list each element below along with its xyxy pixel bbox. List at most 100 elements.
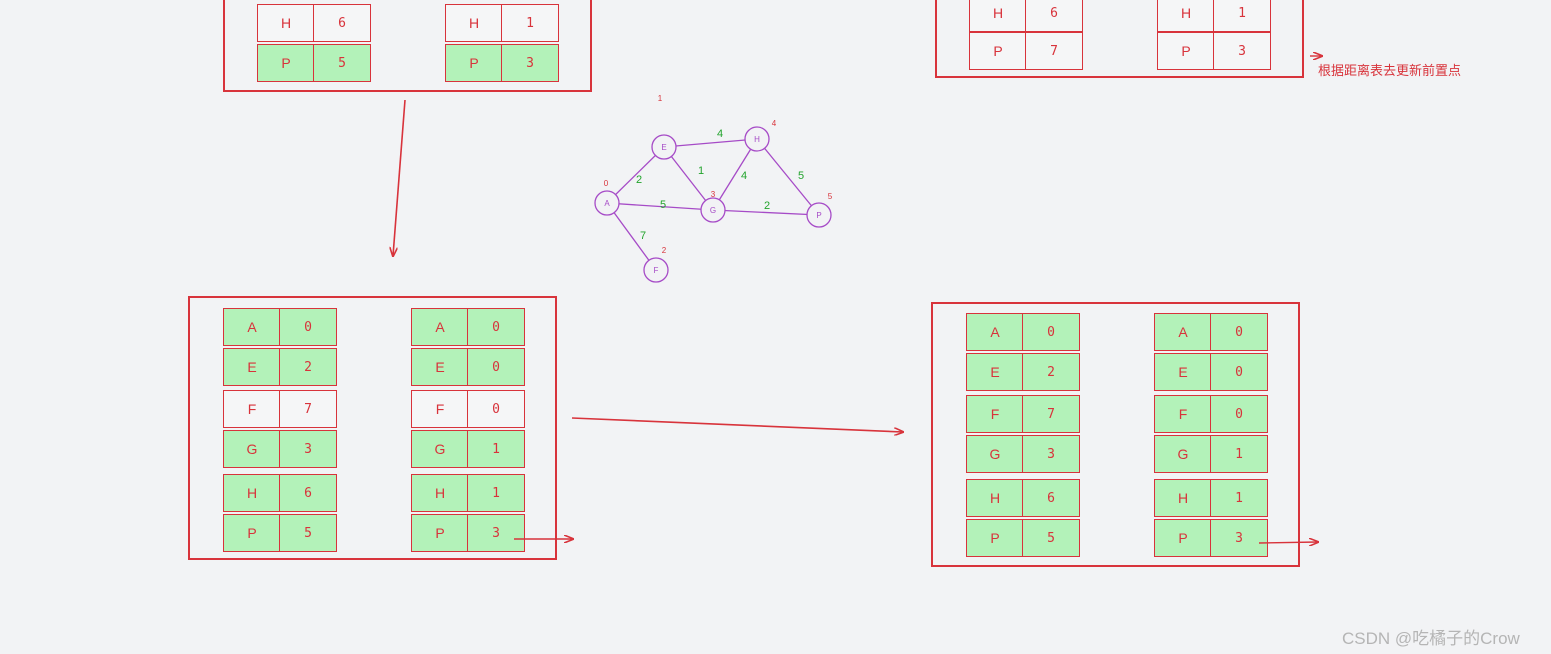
- graph-node: [744, 126, 770, 152]
- node-cell: P: [445, 44, 503, 82]
- graph-node-distance: 5: [828, 192, 833, 201]
- value-cell: 7: [1022, 395, 1080, 433]
- edge-weight-label: 5: [798, 170, 804, 182]
- panel-frame-top-left: [223, 0, 592, 92]
- edge-weight-label: 2: [636, 174, 642, 186]
- value-cell: 0: [467, 348, 525, 386]
- value-cell: 6: [279, 474, 337, 512]
- value-cell: 5: [313, 44, 371, 82]
- node-cell: F: [411, 390, 469, 428]
- graph-edge: [606, 202, 657, 271]
- node-cell: F: [223, 390, 281, 428]
- graph-edge: [663, 138, 758, 148]
- graph-node: [651, 134, 677, 160]
- value-cell: 6: [313, 4, 371, 42]
- panel-frame-bottom-right: [931, 302, 1300, 567]
- value-cell: 0: [467, 308, 525, 346]
- value-cell: 3: [1213, 32, 1271, 70]
- panel-frame-bottom-left: [188, 296, 557, 560]
- node-cell: F: [966, 395, 1024, 433]
- value-cell: 3: [1022, 435, 1080, 473]
- node-cell: A: [1154, 313, 1212, 351]
- node-cell: P: [966, 519, 1024, 557]
- watermark: CSDN @吃橘子的Crow: [1342, 629, 1520, 648]
- graph-edge: [663, 146, 714, 211]
- graph-node-label: E: [661, 143, 666, 152]
- graph-node: [700, 197, 726, 223]
- node-cell: P: [969, 32, 1027, 70]
- node-cell: H: [445, 4, 503, 42]
- node-cell: A: [966, 313, 1024, 351]
- edge-weight-label: 4: [717, 128, 723, 140]
- edge-weight-label: 4: [741, 170, 747, 182]
- value-cell: 1: [1210, 479, 1268, 517]
- value-cell: 0: [1022, 313, 1080, 351]
- graph-node-distance: 3: [711, 190, 716, 199]
- node-cell: E: [1154, 353, 1212, 391]
- node-cell: H: [223, 474, 281, 512]
- flow-arrows: [393, 56, 1322, 543]
- value-cell: 0: [467, 390, 525, 428]
- graph-node: [594, 190, 620, 216]
- node-cell: E: [411, 348, 469, 386]
- value-cell: 1: [501, 4, 559, 42]
- value-cell: 5: [1022, 519, 1080, 557]
- value-cell: 5: [279, 514, 337, 552]
- graph-node-distance: 1: [658, 94, 663, 103]
- edge-weight-label: 5: [660, 199, 666, 211]
- node-cell: H: [969, 0, 1027, 32]
- value-cell: 7: [279, 390, 337, 428]
- graph-node-label: F: [654, 266, 659, 275]
- node-cell: F: [1154, 395, 1212, 433]
- node-cell: G: [411, 430, 469, 468]
- graph-node-label: A: [604, 199, 610, 208]
- value-cell: 0: [279, 308, 337, 346]
- graph-edge: [606, 146, 665, 204]
- edge-weight-label: 1: [698, 165, 704, 177]
- arrow-right: [571, 417, 903, 432]
- node-cell: G: [966, 435, 1024, 473]
- graph-edge: [712, 209, 820, 216]
- graph-node: [806, 202, 832, 228]
- graph-edge: [712, 138, 758, 211]
- graph-node-label: P: [816, 211, 821, 220]
- graph-node: [643, 257, 669, 283]
- arrow-down: [393, 99, 406, 256]
- node-cell: P: [1157, 32, 1215, 70]
- node-cell: E: [223, 348, 281, 386]
- graph-node-distance: 4: [772, 119, 777, 128]
- graph-edge: [756, 138, 820, 216]
- value-cell: 1: [1210, 435, 1268, 473]
- value-cell: 2: [279, 348, 337, 386]
- value-cell: 3: [1210, 519, 1268, 557]
- value-cell: 3: [467, 514, 525, 552]
- graph-node-distance: 2: [662, 246, 667, 255]
- value-cell: 2: [1022, 353, 1080, 391]
- value-cell: 0: [1210, 395, 1268, 433]
- node-cell: H: [1154, 479, 1212, 517]
- panel-frame-top-right: [935, 0, 1304, 78]
- node-cell: H: [257, 4, 315, 42]
- node-cell: A: [223, 308, 281, 346]
- value-cell: 1: [467, 474, 525, 512]
- value-cell: 7: [1025, 32, 1083, 70]
- value-cell: 1: [1213, 0, 1271, 32]
- value-cell: 6: [1025, 0, 1083, 32]
- value-cell: 1: [467, 430, 525, 468]
- graph-node-distance: 0: [604, 179, 609, 188]
- graph-node-label: H: [754, 135, 760, 144]
- value-cell: 6: [1022, 479, 1080, 517]
- value-cell: 0: [1210, 353, 1268, 391]
- graph-edge: [606, 202, 714, 211]
- edge-weight-label: 2: [764, 200, 770, 212]
- arrow-p-right: [1258, 542, 1318, 543]
- annotation-text: 根据距离表去更新前置点: [1318, 63, 1462, 78]
- graph-node-label: G: [710, 206, 716, 215]
- node-cell: H: [411, 474, 469, 512]
- node-cell: H: [966, 479, 1024, 517]
- node-cell: P: [223, 514, 281, 552]
- value-cell: 3: [279, 430, 337, 468]
- value-cell: 3: [501, 44, 559, 82]
